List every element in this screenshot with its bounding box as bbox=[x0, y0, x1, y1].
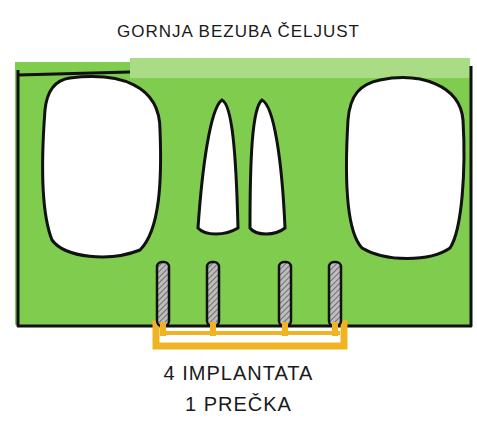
note-label: 4 IMPLANTATA bbox=[0, 362, 477, 385]
bar-inner bbox=[160, 331, 340, 335]
note-label: 1 PREČKA bbox=[0, 393, 477, 416]
bone-area bbox=[15, 62, 470, 325]
bone-top bbox=[130, 58, 470, 78]
sinus-right bbox=[346, 78, 463, 259]
sinus-left bbox=[43, 77, 161, 257]
bar bbox=[156, 320, 344, 346]
implants bbox=[157, 262, 341, 326]
diagram-title: GORNJA BEZUBA ČELJUST bbox=[0, 22, 477, 42]
nasal-cavity-left bbox=[198, 100, 238, 234]
jaw-outline bbox=[18, 66, 471, 326]
implant-abutments bbox=[163, 322, 335, 336]
nasal-cavity-right bbox=[250, 100, 285, 234]
